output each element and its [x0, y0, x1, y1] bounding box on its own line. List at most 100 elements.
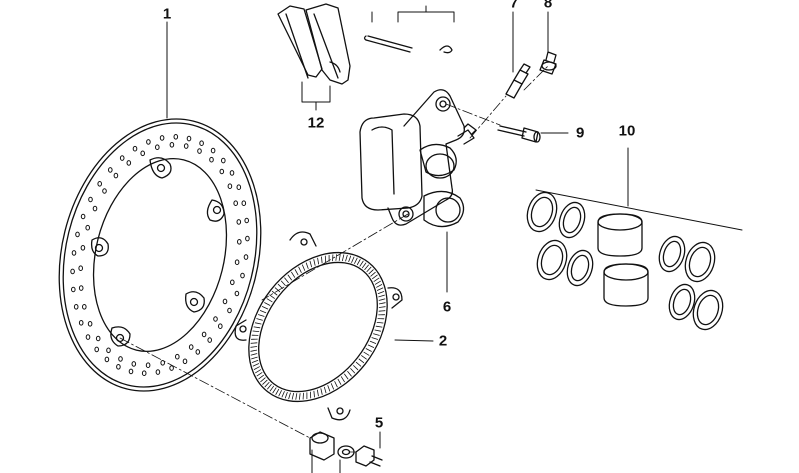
ring-tooth [370, 271, 376, 277]
disc-hole [195, 349, 201, 355]
disc-hole [116, 364, 121, 370]
disc-hole [108, 167, 113, 173]
disc-hole [227, 183, 233, 189]
ring-tooth [351, 256, 355, 263]
disc-hole [234, 259, 240, 266]
ring-tooth [264, 381, 270, 388]
disc-hole [229, 170, 235, 176]
disc-hole [71, 286, 76, 293]
assembly-axes [119, 65, 549, 453]
ring-tooth [327, 385, 331, 392]
disc-hole [146, 139, 151, 145]
ring-tooth [365, 348, 372, 352]
disc-hole [186, 135, 192, 142]
ring-tooth [294, 269, 299, 276]
ring-tooth [256, 372, 263, 377]
disc-hole [219, 168, 225, 175]
disc-hole [82, 304, 87, 310]
ring-tooth [316, 389, 319, 397]
ring-tooth [350, 368, 356, 374]
ring-tooth [356, 259, 361, 266]
disc-hole [197, 148, 202, 154]
disc-hole [95, 335, 101, 342]
callout-5: 5 [374, 414, 384, 432]
ring-tooth [313, 259, 316, 266]
callout-9: 9 [576, 124, 585, 142]
seal-ring [566, 249, 594, 287]
disc-hole [102, 188, 107, 194]
ring-tooth [278, 390, 282, 397]
disc-hole [126, 160, 132, 166]
ring-tooth [298, 266, 302, 273]
ring-tooth [354, 257, 358, 264]
disc-hole [159, 135, 165, 141]
ring-teeth [250, 254, 386, 400]
ring-tooth [253, 326, 261, 329]
ring-tooth [269, 294, 275, 299]
spring-clip [439, 45, 453, 54]
ring-tooth [375, 325, 383, 328]
callout-6: 6 [442, 298, 452, 316]
ring-tooth [330, 383, 335, 390]
disc-hole [236, 184, 242, 190]
ring-tooth [338, 254, 341, 261]
ring-tooth [309, 260, 313, 268]
ring-tooth [251, 356, 258, 360]
piston-lower [603, 263, 649, 307]
disc-hole [75, 231, 80, 238]
disc-hole [70, 268, 75, 275]
disc-hole [183, 143, 189, 149]
ring-tooth [323, 386, 327, 394]
ring-tooth [317, 257, 320, 265]
ring-tooth [298, 393, 301, 400]
ring-tooth [372, 274, 378, 280]
disc-hole [237, 239, 242, 245]
disc-hole [87, 321, 93, 327]
disc-hole [199, 140, 204, 146]
disc-hole [213, 316, 218, 322]
disc-hole [132, 145, 138, 152]
ring-tooth [334, 381, 338, 388]
ring-tooth [313, 390, 315, 398]
disc-hole [145, 362, 151, 369]
ring-tooth [344, 373, 349, 380]
disc-hole [173, 134, 179, 140]
disc-hole [155, 369, 161, 375]
seal-ring [684, 241, 716, 283]
ring-tooth [320, 388, 323, 395]
disc-hole [236, 219, 242, 225]
ring-tooth [374, 280, 381, 285]
ring-tooth [262, 379, 268, 385]
ring-tooth [355, 361, 362, 367]
ring-tooth [358, 358, 365, 364]
disc-hole [97, 181, 102, 187]
ring-tooth [255, 369, 262, 374]
ring-tooth [301, 264, 306, 271]
disc-hole [160, 360, 165, 366]
seal-ring [668, 283, 696, 321]
ring-tooth [321, 256, 323, 264]
ring-tooth [256, 318, 263, 321]
brake-caliper [359, 89, 477, 228]
ring-tooth [277, 283, 283, 289]
disc-hole [88, 196, 93, 203]
ring-tooth [368, 269, 374, 275]
ring-tooth [377, 291, 385, 295]
ring-tooth [252, 363, 260, 367]
seal-ring [536, 239, 568, 281]
disc-hole [244, 217, 249, 224]
ring-tooth [378, 294, 385, 298]
disc-hole [85, 334, 91, 340]
ring-tooth [305, 262, 309, 269]
ring-tooth [253, 366, 260, 370]
disc-hole [175, 353, 180, 360]
bleed-cap [539, 51, 557, 75]
ring-tooth [364, 264, 369, 271]
ring-tooth [280, 280, 286, 286]
disc-hole [234, 290, 240, 297]
ring-tooth [250, 353, 258, 356]
disc-hole [230, 279, 235, 286]
seal-kit [526, 191, 724, 331]
callout-2: 2 [438, 332, 448, 350]
